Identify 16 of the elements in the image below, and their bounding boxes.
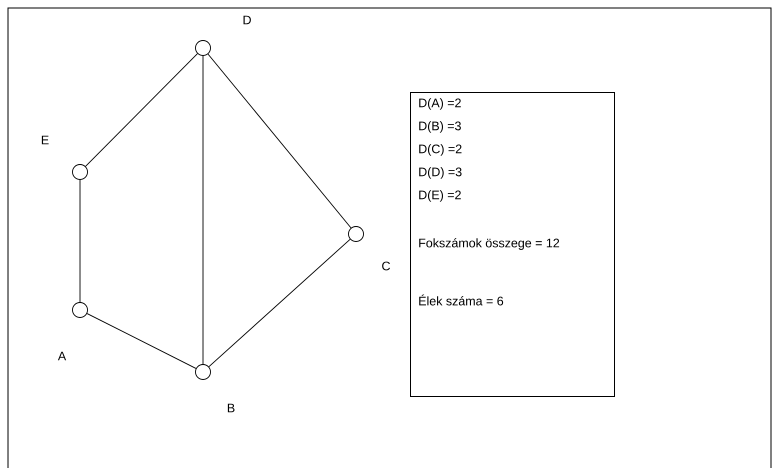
vertex-circle — [72, 164, 88, 180]
vertex-circle — [195, 364, 211, 380]
vertex-circle — [195, 40, 211, 56]
edge-line — [208, 54, 352, 228]
vertex-label: C — [382, 262, 390, 270]
vertex-circle — [72, 302, 88, 318]
vertex-label: B — [228, 404, 234, 412]
text-box: D(A) =2 D(B) =3 D(C) =2 D(D) =3 D(E) =2 Fokszámok összege = 12 Élek száma = 6 — [410, 92, 615, 397]
edge-line — [208, 238, 351, 368]
vertex-circle — [348, 226, 364, 242]
edge-line — [202, 56, 204, 364]
vertex-label: A — [58, 352, 66, 360]
vertex-label: D — [244, 16, 251, 24]
vertex-label: E — [42, 136, 49, 144]
edge-line — [86, 313, 196, 369]
edge-line — [85, 53, 198, 167]
